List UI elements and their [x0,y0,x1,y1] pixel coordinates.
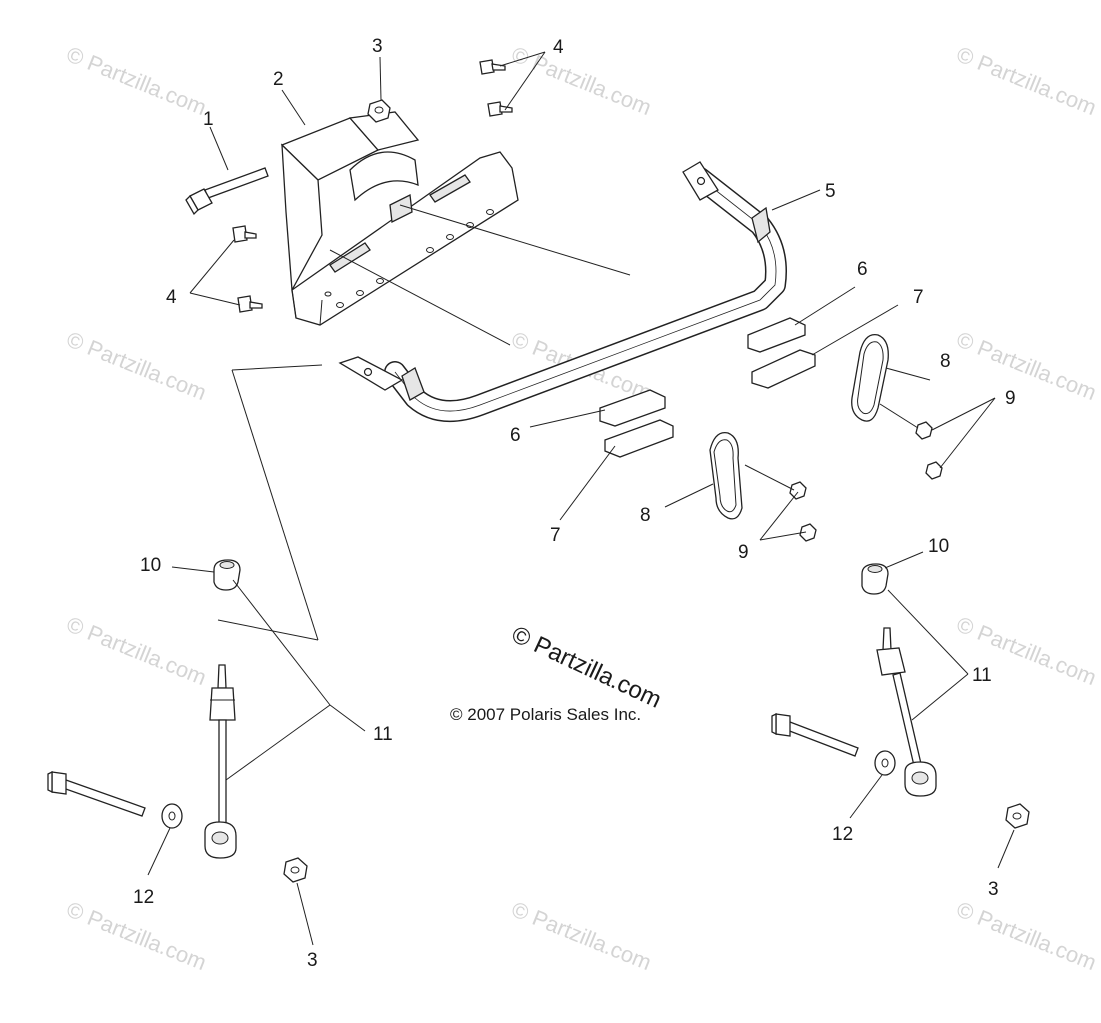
callout-1: 1 [203,109,214,130]
center-watermark: © Partzilla.com [507,621,665,714]
watermark: © Partzilla.com [63,41,210,120]
callout-8-right: 8 [940,351,951,372]
callout-9-right: 9 [1005,388,1016,409]
end-link-left [204,664,237,859]
small-nuts-left [789,481,817,542]
callout-10-right: 10 [928,536,949,557]
small-nuts-right [915,421,943,480]
callout-3-bottom-left: 3 [307,950,318,971]
bushing-left [213,559,241,591]
callout-7-right: 7 [913,287,924,308]
copyright-notice: © 2007 Polaris Sales Inc. [450,705,641,724]
washer-left [161,803,183,829]
mount-bracket [280,111,519,326]
callout-4-left: 4 [166,287,177,308]
nut-top [367,99,391,123]
bolt-long-bottom-right [771,712,859,757]
bolt-long-bottom-left [47,770,146,817]
callout-8-left: 8 [640,505,651,526]
watermark: © Partzilla.com [63,326,210,405]
bushing-right [861,563,889,595]
callout-10-left: 10 [140,555,161,576]
callout-6-right: 6 [857,259,868,280]
watermark: © Partzilla.com [508,41,655,120]
clamp-set-right [747,317,816,389]
callout-4-top: 4 [553,37,564,58]
watermark: © Partzilla.com [63,611,210,690]
callout-9-left: 9 [738,542,749,563]
plate-left [709,431,743,520]
callout-3-bottom-right: 3 [988,879,999,900]
plate-right [851,333,889,422]
nut-bottom-left [283,857,308,883]
callout-3-top: 3 [372,36,383,57]
washer-right [874,750,896,776]
nut-bottom-right [1005,803,1030,829]
callout-12-right: 12 [832,824,853,845]
callouts: 1 2 3 4 4 5 6 7 8 9 6 7 8 9 10 10 11 11 … [133,36,1016,971]
callout-7-left: 7 [550,525,561,546]
callout-6-left: 6 [510,425,521,446]
callout-5: 5 [825,181,836,202]
leader-lines [147,51,1015,946]
callout-11-left: 11 [373,724,393,745]
stabilizer-bar [338,161,787,423]
watermark: © Partzilla.com [953,41,1100,120]
clamp-set-left [599,389,674,458]
watermark: © Partzilla.com [63,896,210,975]
watermark: © Partzilla.com [953,326,1100,405]
callout-12-left: 12 [133,887,154,908]
small-bolts-left [232,225,263,313]
callout-2: 2 [273,69,284,90]
bolt-long-top [185,167,269,216]
watermark: © Partzilla.com [953,896,1100,975]
callout-11-right: 11 [972,665,992,686]
end-link-right [876,627,937,797]
watermark: © Partzilla.com [508,896,655,975]
